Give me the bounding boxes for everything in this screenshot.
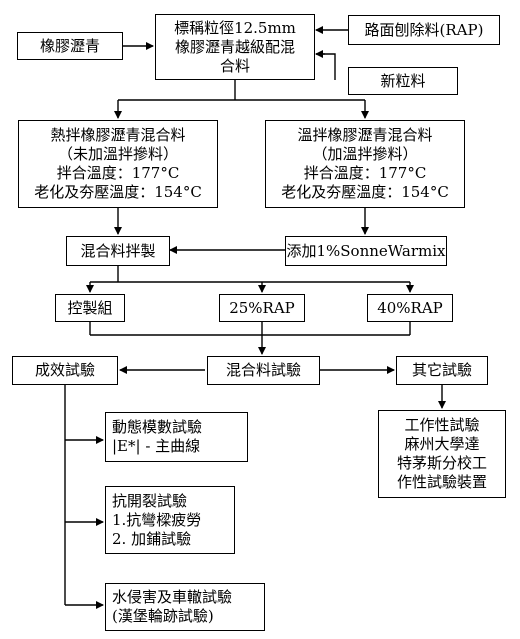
node-other-test-label: 其它試驗 [411, 361, 472, 379]
node-rap25-label: 25%RAP [229, 298, 295, 317]
node-mixing-label: 混合料拌製 [80, 241, 156, 260]
node-mixture-test-label: 混合料試驗 [225, 361, 301, 379]
node-mix-design-line3: 合料 [219, 56, 250, 75]
node-wma-line4: 老化及夯壓溫度：154°C [281, 183, 449, 201]
node-rap25: 25%RAP [219, 294, 305, 322]
node-control: 控製組 [55, 294, 125, 322]
node-control-label: 控製組 [67, 298, 113, 317]
node-mix-design-line2: 橡膠瀝青越級配混 [174, 37, 295, 56]
node-workability-line1: 工作性試驗 [404, 416, 480, 434]
node-workability: 工作性試驗 麻州大學達 特茅斯分校工 作性試驗裝置 [378, 410, 506, 498]
node-asphalt-rubber: 橡膠瀝青 [17, 32, 123, 60]
node-cracking: 抗開裂試驗 1.抗彎樑疲勞 2. 加鋪試驗 [105, 486, 235, 554]
node-wma-line1: 溫拌橡膠瀝青混合料 [297, 126, 433, 144]
node-wma: 溫拌橡膠瀝青混合料 （加溫拌摻料） 拌合溫度：177°C 老化及夯壓溫度：154… [265, 120, 465, 208]
node-workability-line4: 作性試驗裝置 [396, 473, 487, 491]
node-hma-line3: 拌合溫度：177°C [56, 164, 180, 182]
node-mixture-test: 混合料試驗 [207, 356, 320, 385]
edge-newagg-to-mix [316, 53, 336, 80]
node-dynamic-modulus: 動態模數試驗 |E*| - 主曲線 [105, 412, 248, 462]
node-dynamic-modulus-line1: 動態模數試驗 [112, 418, 203, 436]
node-cracking-line1: 抗開裂試驗 [112, 491, 188, 510]
node-hma: 熱拌橡膠瀝青混合料 （未加溫拌摻料） 拌合溫度：177°C 老化及夯壓溫度：15… [18, 120, 218, 208]
node-workability-line2: 麻州大學達 [404, 435, 480, 453]
node-performance-test: 成效試驗 [12, 356, 118, 385]
node-mix-design-line1: 標稱粒徑12.5mm [174, 18, 296, 37]
node-rap-label: 路面刨除料(RAP) [364, 20, 484, 39]
node-mix-design: 標稱粒徑12.5mm 橡膠瀝青越級配混 合料 [155, 14, 315, 80]
node-hma-line4: 老化及夯壓溫度：154°C [34, 183, 202, 201]
node-rap40: 40%RAP [367, 294, 453, 322]
node-wma-line2: （加溫拌摻料） [312, 145, 418, 163]
node-rap: 路面刨除料(RAP) [348, 15, 500, 45]
node-new-aggregate: 新粒料 [348, 67, 458, 95]
node-rap40-label: 40%RAP [377, 298, 443, 317]
node-hma-line1: 熱拌橡膠瀝青混合料 [50, 126, 186, 144]
node-asphalt-rubber-label: 橡膠瀝青 [39, 36, 100, 55]
node-moisture-rutting-line2: (漢堡輪跡試驗) [112, 607, 214, 625]
node-moisture-rutting-line1: 水侵害及車轍試驗 [112, 588, 233, 606]
node-cracking-line3: 2. 加鋪試驗 [112, 529, 192, 548]
node-new-aggregate-label: 新粒料 [380, 71, 426, 90]
node-additive-label: 添加1%SonneWarmix [286, 241, 446, 260]
node-performance-test-label: 成效試驗 [34, 361, 95, 379]
node-workability-line3: 特茅斯分校工 [396, 454, 487, 472]
node-other-test: 其它試驗 [396, 356, 488, 385]
node-cracking-line2: 1.抗彎樑疲勞 [112, 510, 202, 529]
node-dynamic-modulus-line2: |E*| - 主曲線 [112, 437, 201, 455]
node-additive: 添加1%SonneWarmix [285, 236, 447, 266]
node-hma-line2: （未加溫拌摻料） [57, 145, 178, 163]
node-wma-line3: 拌合溫度：177°C [303, 164, 427, 182]
node-moisture-rutting: 水侵害及車轍試驗 (漢堡輪跡試驗) [105, 583, 265, 631]
node-mixing: 混合料拌製 [66, 236, 170, 266]
